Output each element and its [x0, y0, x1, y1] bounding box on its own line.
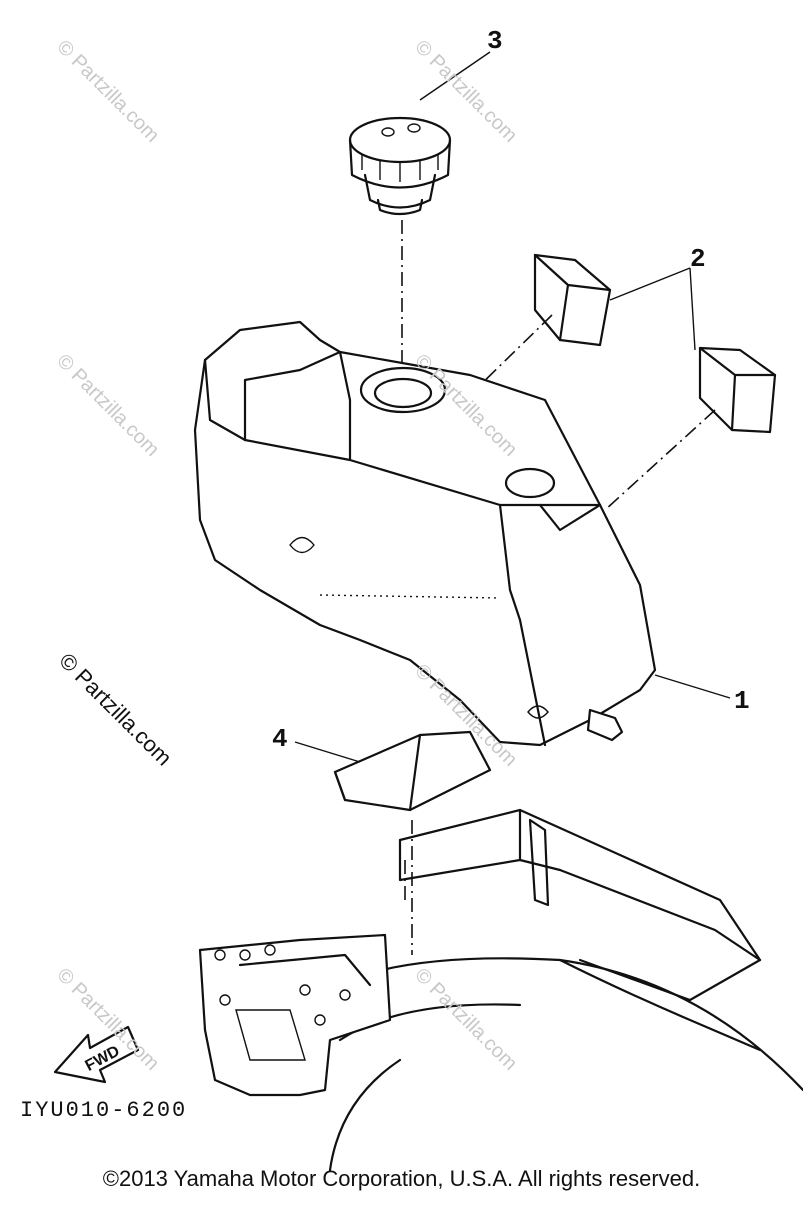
- tank-cover-damper-drawing: [333, 730, 492, 812]
- leader-4: [294, 741, 361, 763]
- diagram-reference-code: IYU010-6200: [20, 1098, 188, 1123]
- callout-4: 4: [272, 724, 288, 754]
- pad-guide-lower: [604, 409, 716, 511]
- frame-drawing: [198, 808, 803, 1172]
- leader-3: [419, 51, 491, 101]
- fwd-arrow-icon: [53, 1025, 140, 1084]
- damper-pad-lower: [698, 346, 777, 434]
- leader-2: [609, 267, 696, 351]
- fuel-tank-drawing: [193, 320, 657, 747]
- pad-guide-upper: [469, 314, 553, 396]
- leader-1: [654, 674, 731, 699]
- callout-3: 3: [487, 26, 503, 56]
- damper-pad-upper: [533, 253, 612, 347]
- callout-2: 2: [690, 244, 706, 274]
- callout-1: 1: [734, 686, 750, 716]
- copyright-notice: ©2013 Yamaha Motor Corporation, U.S.A. A…: [102, 1166, 701, 1191]
- fuel-cap-drawing: [348, 116, 452, 216]
